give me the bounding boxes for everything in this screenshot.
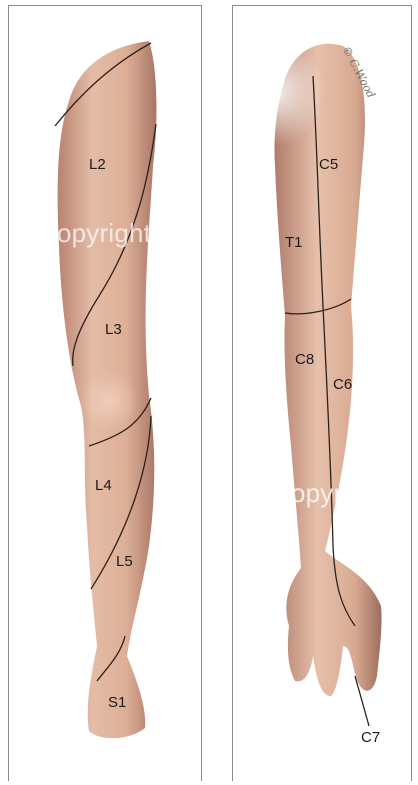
knee-highlight [79, 371, 139, 431]
label-c5: C5 [319, 156, 338, 173]
leg-panel: © copyright L2 L3 L4 L5 S1 [8, 5, 202, 781]
watermark-left: © copyright [17, 218, 151, 249]
label-c7: C7 [361, 729, 380, 746]
label-s1: S1 [108, 694, 126, 711]
arm-illustration [233, 6, 411, 781]
label-c8: C8 [295, 351, 314, 368]
arm-panel: © C.Wood © copyright C5 T1 C8 C6 C7 [232, 5, 412, 781]
watermark-right: © copyright [251, 478, 385, 509]
label-l5: L5 [116, 553, 133, 570]
label-l3: L3 [105, 321, 122, 338]
label-t1: T1 [285, 234, 303, 251]
label-l2: L2 [89, 156, 106, 173]
label-l4: L4 [95, 477, 112, 494]
leg-illustration [9, 6, 201, 781]
label-c6: C6 [333, 376, 352, 393]
